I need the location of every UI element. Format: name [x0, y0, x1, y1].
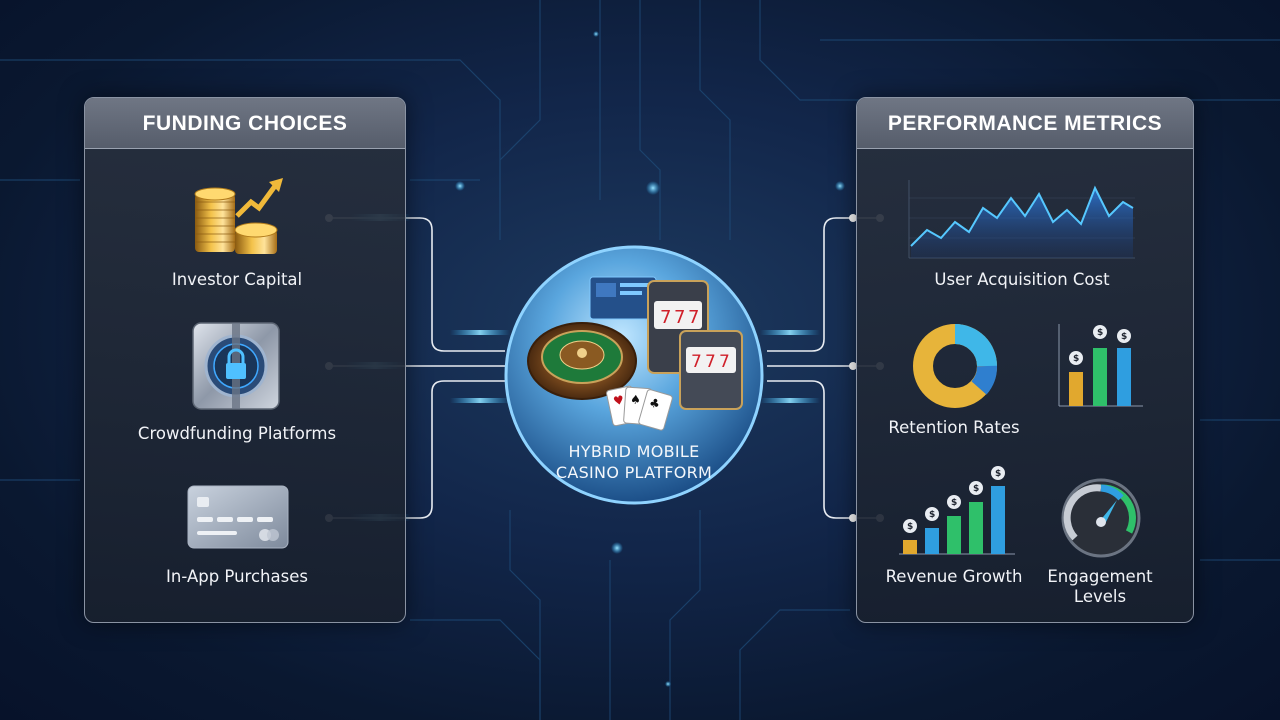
bar-chart-dollar-icon-growth: $ $ $ $ $ — [899, 466, 1015, 555]
performance-metrics-title: PERFORMANCE METRICS — [857, 98, 1193, 149]
svg-text:7: 7 — [705, 352, 716, 372]
gauge-icon — [1061, 478, 1141, 558]
user-acquisition-cost-label: User Acquisition Cost — [934, 270, 1110, 289]
svg-text:♣: ♣ — [648, 395, 662, 411]
donut-chart-icon — [913, 324, 997, 408]
svg-text:$: $ — [907, 522, 913, 532]
svg-text:♠: ♠ — [630, 392, 642, 407]
svg-text:$: $ — [973, 484, 979, 494]
revenue-growth-label: Revenue Growth — [885, 567, 1023, 586]
hub-title-line1: HYBRID MOBILE — [568, 442, 700, 461]
hub-title-line2: CASINO PLATFORM — [555, 463, 713, 482]
hybrid-casino-hub: 7 7 7 7 7 7 ♥ ♠ ♣ HYBRID MOBILE CASINO P… — [502, 243, 766, 507]
funding-choices-panel: FUNDING CHOICES Investor Capital — [84, 97, 406, 623]
line-chart-icon — [908, 180, 1135, 259]
engagement-levels-line1: Engagement — [1047, 567, 1153, 586]
retention-rates-label: Retention Rates — [888, 418, 1020, 437]
hub-title: HYBRID MOBILE CASINO PLATFORM — [502, 441, 766, 483]
svg-text:7: 7 — [660, 307, 671, 328]
svg-text:7: 7 — [688, 307, 699, 328]
performance-metrics-panel: PERFORMANCE METRICS User Acquisition Cos… — [856, 97, 1194, 623]
svg-text:♥: ♥ — [612, 393, 625, 409]
investor-capital-label: Investor Capital — [171, 270, 303, 289]
funding-choices-title: FUNDING CHOICES — [85, 98, 405, 149]
vault-lock-icon — [192, 322, 280, 410]
crowdfunding-platforms-label: Crowdfunding Platforms — [137, 424, 337, 443]
svg-text:7: 7 — [691, 352, 702, 372]
casino-games-icon: 7 7 7 7 7 7 ♥ ♠ ♣ — [504, 245, 764, 505]
svg-text:$: $ — [995, 469, 1001, 479]
credit-card-icon — [187, 485, 289, 549]
svg-text:$: $ — [929, 510, 935, 520]
engagement-levels-line2: Levels — [1073, 587, 1127, 606]
svg-text:7: 7 — [674, 307, 685, 328]
in-app-purchases-label: In-App Purchases — [166, 567, 308, 586]
bar-chart-dollar-icon: $ $ $ — [1058, 324, 1143, 407]
svg-text:$: $ — [951, 498, 957, 508]
coins-growth-icon — [194, 178, 283, 254]
svg-text:$: $ — [1073, 354, 1079, 364]
svg-text:7: 7 — [719, 352, 730, 372]
engagement-levels-label: Engagement Levels — [1037, 567, 1163, 607]
svg-text:$: $ — [1121, 332, 1127, 342]
svg-text:$: $ — [1097, 328, 1103, 338]
